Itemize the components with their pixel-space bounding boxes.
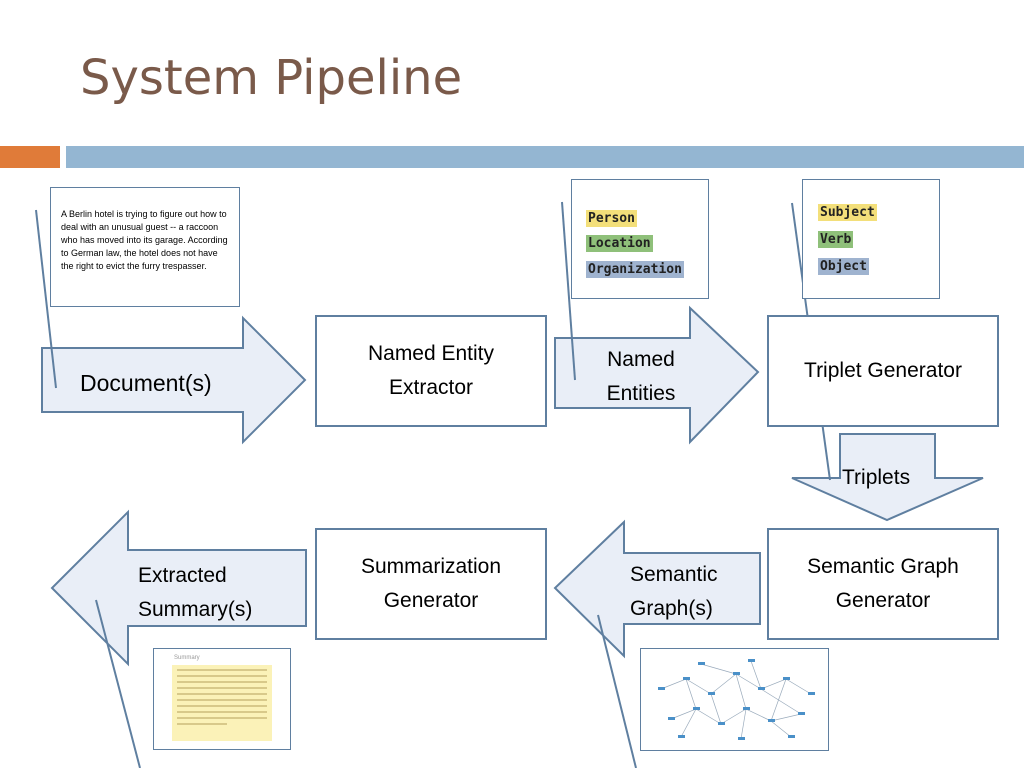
extracted-summary-label: Extracted Summary(s): [138, 564, 253, 621]
legend-organization: Organization: [586, 261, 684, 278]
semantic-graph-generator-label: Semantic Graph Generator: [807, 555, 959, 612]
semantic-graph-generator-box: Semantic Graph Generator: [767, 528, 999, 640]
accent-bar-orange: [0, 146, 60, 168]
extracted-summary-arrow: [50, 509, 307, 667]
entity-legend-box: Person Location Organization: [571, 179, 709, 299]
summarization-generator-label: Summarization Generator: [360, 555, 502, 612]
semantic-graphs-label: Semantic Graph(s): [630, 563, 718, 620]
legend-location: Location: [586, 235, 653, 252]
document-preview: A Berlin hotel is trying to figure out h…: [50, 187, 240, 307]
graph-network-image: [658, 659, 815, 740]
triplets-arrow: [791, 433, 984, 522]
semantic-graphs-arrow: [553, 519, 761, 659]
named-entity-extractor-label: Named Entity Extractor: [367, 342, 495, 399]
summary-highlight: [172, 665, 272, 741]
callout-line-entities: [561, 201, 576, 381]
triplet-legend-box: Subject Verb Object: [802, 179, 940, 299]
triplet-generator-label: Triplet Generator: [804, 359, 962, 383]
slide-title: System Pipeline: [80, 50, 463, 106]
accent-bar-blue: [66, 146, 1024, 168]
callout-line-document: [35, 209, 57, 389]
named-entities-label: Named Entities: [606, 348, 676, 405]
legend-subject: Subject: [818, 204, 877, 221]
legend-verb: Verb: [818, 231, 854, 248]
legend-person: Person: [586, 210, 637, 227]
callout-line-graph: [597, 614, 637, 768]
callout-line-summary: [95, 599, 141, 768]
documents-label: Document(s): [80, 370, 212, 396]
triplet-generator-box: Triplet Generator: [767, 315, 999, 427]
documents-arrow: [41, 315, 307, 445]
named-entity-extractor-box: Named Entity Extractor: [315, 315, 547, 427]
named-entities-arrow: [554, 305, 760, 445]
summary-thumbnail: Summary: [153, 648, 291, 750]
legend-object: Object: [818, 258, 869, 275]
summary-thumbnail-title: Summary: [174, 655, 200, 661]
summarization-generator-box: Summarization Generator: [315, 528, 547, 640]
semantic-graph-thumbnail: [640, 648, 829, 751]
triplets-label: Triplets: [842, 466, 911, 489]
